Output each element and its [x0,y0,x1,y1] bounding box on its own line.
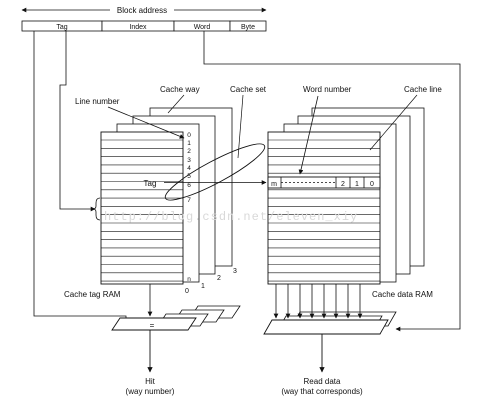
watermark: http://blog.csdn.net/eleven_xiy [104,210,358,224]
line-number-n: n [187,276,191,283]
line-number-3: 3 [187,157,191,164]
way-numbers: 0 1 2 3 [185,268,237,295]
data-ram-way-0 [267,131,381,285]
annotations: Cache way Cache set Word number Cache li… [64,85,442,299]
word-cell-0: 0 [370,181,374,188]
address-field-byte-label: Byte [241,24,255,31]
hit-label: Hit [145,377,156,386]
block-address-title: Block address [117,6,167,15]
address-field-word-label: Word [194,24,211,31]
tag-ram-way-0 [100,131,184,285]
word-number-arrow [298,95,319,175]
address-field-index-label: Index [129,24,147,31]
line-number-label: Line number [75,97,120,106]
line-number-6: 6 [187,182,191,189]
word-cell-1: 1 [355,181,359,188]
cache-set-ellipse [164,143,266,201]
block-address: Block address Tag Index Word Byte [21,5,267,32]
comparator-way-0 [111,317,197,331]
data-line-m: m 2 1 0 [267,176,381,189]
read-data-sublabel: (way that corresponds) [281,387,363,396]
word-cell-2: 2 [341,181,345,188]
line-number-5: 5 [187,173,191,180]
line-number-2: 2 [187,148,191,155]
cache-tag-ram-label: Cache tag RAM [64,290,121,299]
cache-way-label: Cache way [160,85,200,94]
line-number-0: 0 [187,132,191,139]
way-number-3: 3 [233,268,237,275]
line-number-1: 1 [187,140,191,147]
cache-line-label: Cache line [404,85,442,94]
cache-set-label: Cache set [230,85,267,94]
address-field-byte [229,20,267,32]
index-brace [92,197,101,221]
data-multiplexer: Read data (way that corresponds) [263,284,397,396]
read-data-label: Read data [304,377,341,386]
data-ram-output-arrows [273,284,363,319]
hit-sublabel: (way number) [126,387,175,396]
cache-data-ram: m 2 1 0 [267,107,425,285]
word-number-label: Word number [303,85,352,94]
cache-data-ram-label: Cache data RAM [372,290,433,299]
tag-comparators: = Hit (way number) [111,284,241,396]
tag-in-ram-label: Tag [144,179,157,188]
line-numbers: 0 1 2 3 4 5 6 7 n [187,132,191,283]
way-number-0: 0 [185,288,189,295]
cache-tag-ram [100,107,233,285]
mux-way-0 [263,319,389,335]
way-number-2: 2 [217,275,221,282]
line-number-4: 4 [187,165,191,172]
line-m-label: m [271,181,277,188]
compare-symbol: = [150,321,155,330]
address-field-tag-label: Tag [56,24,67,31]
way-number-1: 1 [201,283,205,290]
line-number-arrow [107,106,185,139]
line-number-7: 7 [187,197,191,204]
